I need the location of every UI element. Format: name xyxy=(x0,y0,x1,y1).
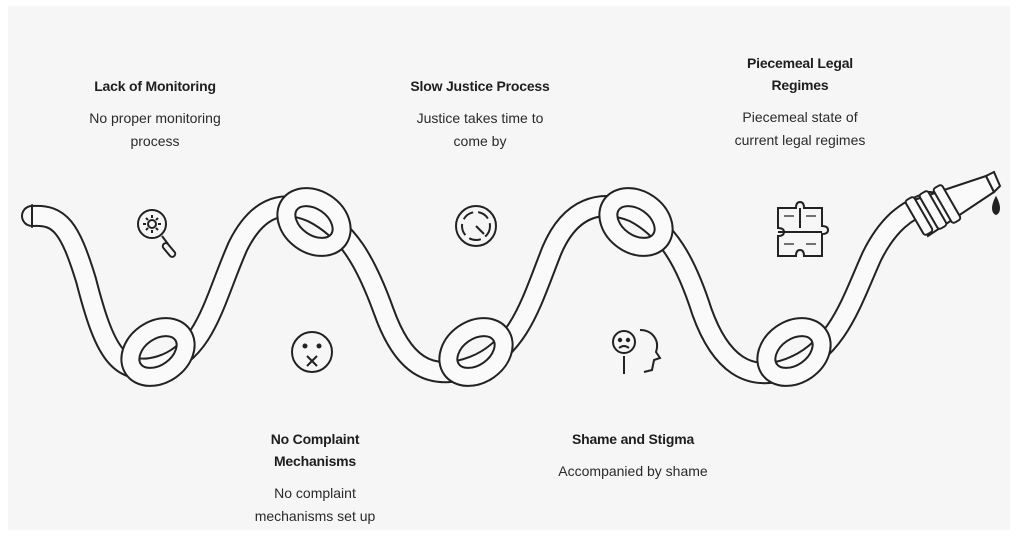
item-title: Piecemeal Legal Regimes xyxy=(735,52,865,96)
item-lack-of-monitoring: Lack of Monitoring No proper monitoring … xyxy=(55,75,255,153)
item-no-complaint-mechanisms: No Complaint Mechanisms No complaint mec… xyxy=(215,428,415,528)
puzzle-icon xyxy=(778,202,828,256)
knot-5 xyxy=(757,317,831,387)
item-piecemeal-legal-regimes: Piecemeal Legal Regimes Piecemeal state … xyxy=(700,52,900,152)
item-desc: Justice takes time to come by xyxy=(400,107,560,153)
item-desc: Accompanied by shame xyxy=(533,460,733,483)
item-title: Lack of Monitoring xyxy=(55,75,255,97)
item-title: No Complaint Mechanisms xyxy=(255,428,375,472)
item-title: Slow Justice Process xyxy=(380,75,580,97)
item-slow-justice-process: Slow Justice Process Justice takes time … xyxy=(380,75,580,153)
nozzle xyxy=(905,172,1000,236)
item-desc: No proper monitoring process xyxy=(75,107,235,153)
item-desc: Piecemeal state of current legal regimes xyxy=(720,106,880,152)
clock-icon xyxy=(456,206,496,246)
knot-3 xyxy=(439,317,513,387)
sad-face-icon xyxy=(292,332,332,372)
item-shame-and-stigma: Shame and Stigma Accompanied by shame xyxy=(533,428,733,483)
item-desc: No complaint mechanisms set up xyxy=(240,482,390,528)
ashamed-head-icon xyxy=(613,330,660,374)
gear-magnifier-icon xyxy=(138,210,176,258)
item-title: Shame and Stigma xyxy=(533,428,733,450)
hose xyxy=(32,202,930,373)
knot-1 xyxy=(121,317,195,387)
